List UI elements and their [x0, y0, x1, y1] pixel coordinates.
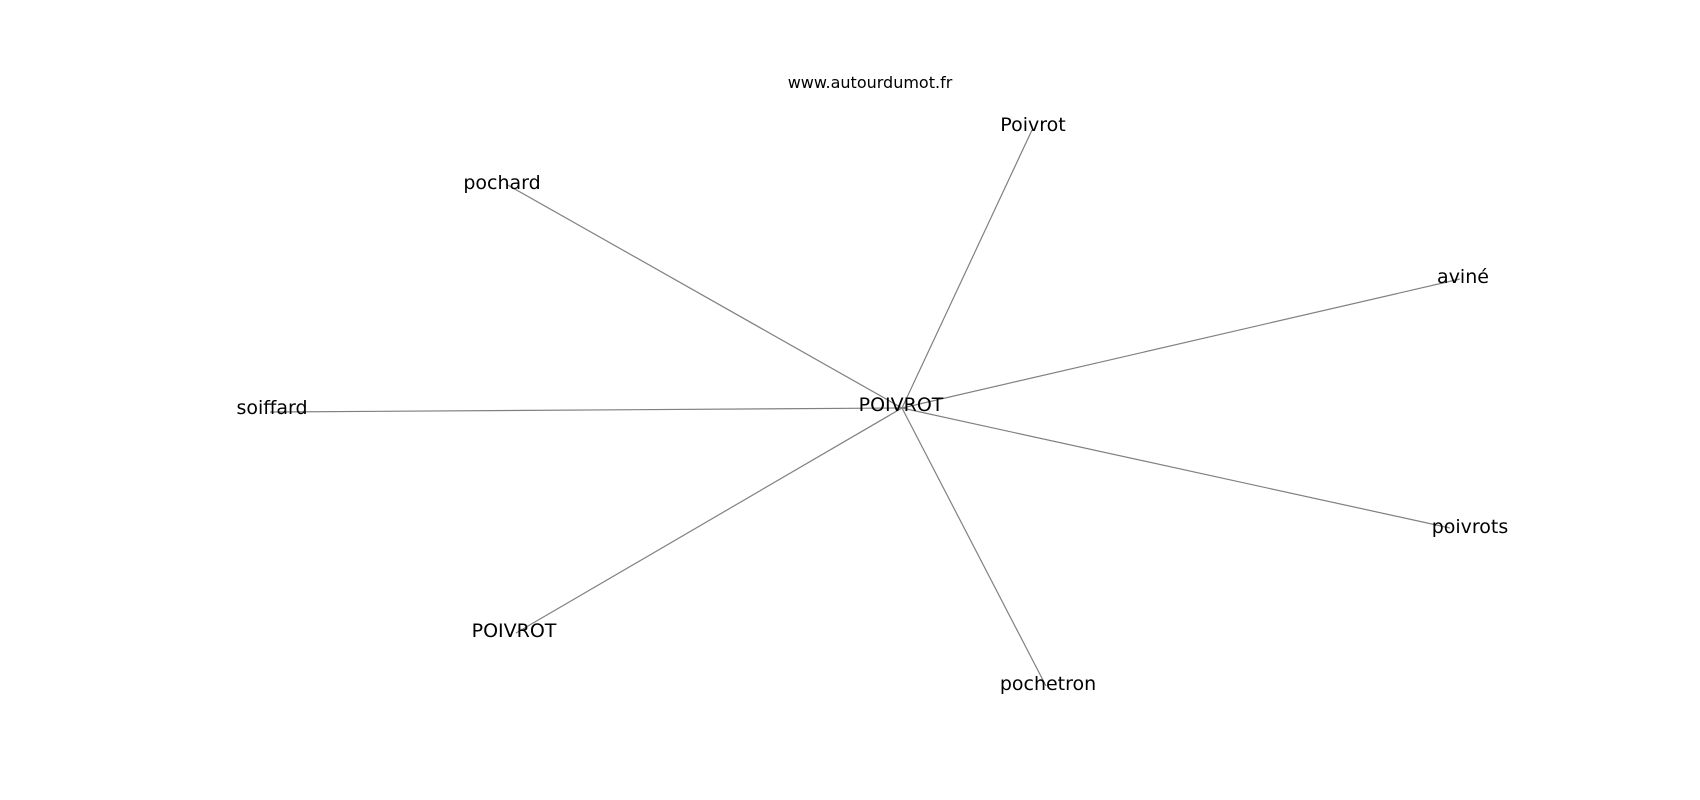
- node-poivrots: poivrots: [1432, 516, 1509, 538]
- node-pochetron: pochetron: [1000, 673, 1096, 695]
- edge-soiffard: [269, 407, 903, 413]
- edge-poivrots: [901, 407, 1451, 529]
- edge-poivrot-upper: [515, 407, 903, 634]
- node-soiffard: soiffard: [236, 397, 307, 419]
- edges: [269, 129, 1461, 687]
- edge-pochetron: [901, 407, 1047, 687]
- node-poivrot-upper: POIVROT: [472, 620, 557, 642]
- node-pochard: pochard: [463, 172, 540, 194]
- edge-pochard: [505, 183, 903, 409]
- node-poivrot-center: POIVROT: [859, 394, 944, 416]
- node-avine: aviné: [1437, 266, 1489, 288]
- edge-poivrot: [901, 129, 1033, 409]
- edge-avine: [901, 278, 1461, 409]
- labels: www.autourdumot.fr POIVROT Poivrot pocha…: [236, 73, 1508, 695]
- node-poivrot: Poivrot: [1000, 114, 1065, 136]
- site-label: www.autourdumot.fr: [788, 73, 953, 92]
